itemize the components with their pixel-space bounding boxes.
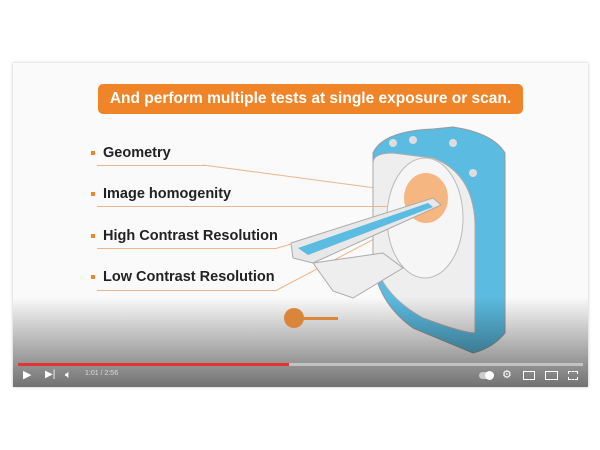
bullet-text: Low Contrast Resolution	[103, 269, 275, 285]
time-display: 1:01 / 2:56	[85, 370, 119, 377]
theater-mode-icon[interactable]	[545, 371, 558, 380]
video-player[interactable]: And perform multiple tests at single exp…	[13, 63, 588, 387]
bullet-text: High Contrast Resolution	[103, 228, 278, 244]
bullet-geometry: Geometry	[91, 145, 171, 161]
divider	[97, 206, 387, 207]
divider	[97, 290, 277, 291]
next-icon[interactable]: ▶|	[45, 369, 56, 380]
volume-icon[interactable]: 🔈︎	[65, 369, 72, 381]
divider	[97, 248, 277, 249]
divider	[97, 165, 207, 166]
bullet-homogenity: Image homogenity	[91, 186, 231, 202]
slide-banner: And perform multiple tests at single exp…	[98, 84, 523, 114]
player-controls: ▶ ▶| 🔈︎ 1:01 / 2:56 ⚙	[13, 365, 588, 387]
ct-scanner-illustration	[202, 126, 506, 354]
miniplayer-icon[interactable]	[523, 371, 535, 380]
bullet-text: Geometry	[103, 145, 171, 161]
bullet-low-contrast: Low Contrast Resolution	[91, 269, 275, 285]
bullet-high-contrast: High Contrast Resolution	[91, 228, 278, 244]
slide-pointer-dot	[284, 308, 304, 328]
fullscreen-icon[interactable]	[568, 371, 578, 380]
play-icon[interactable]: ▶	[23, 369, 32, 381]
settings-gear-icon[interactable]: ⚙	[502, 369, 512, 381]
bullet-text: Image homogenity	[103, 186, 232, 202]
slide-pointer-line	[302, 317, 338, 320]
autoplay-toggle-icon[interactable]	[479, 371, 494, 380]
